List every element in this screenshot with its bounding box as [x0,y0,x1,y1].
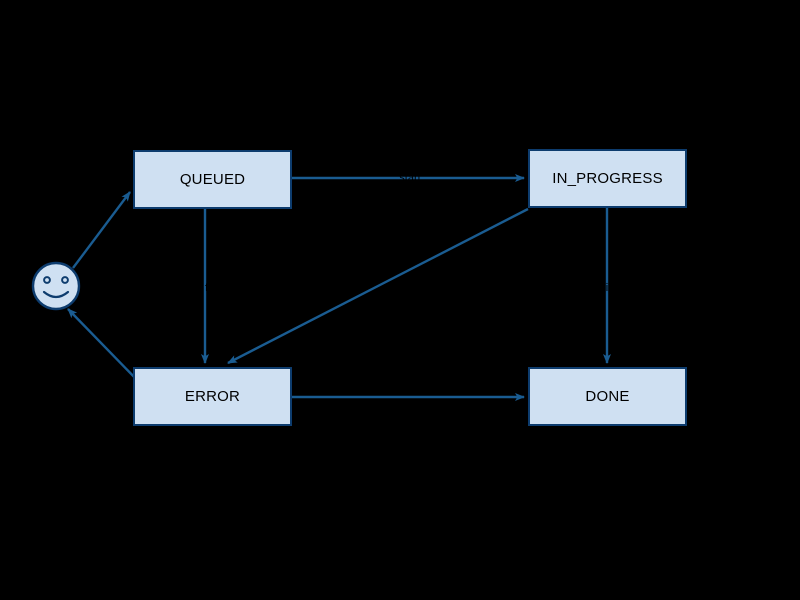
edge-label-queued-to-in-progress: start [399,172,421,184]
smiley-face-icon[interactable] [31,261,81,311]
smiley-right-eye-icon [61,276,69,284]
state-node-done[interactable]: DONE [528,367,687,426]
state-label: ERROR [184,388,241,405]
state-node-in-progress[interactable]: IN_PROGRESS [528,149,687,208]
edge-error-to-start [67,308,141,384]
state-label: DONE [585,388,630,405]
edge-label-in-progress-to-done: finish [594,282,620,294]
state-node-queued[interactable]: QUEUED [133,150,292,209]
edge-label-in-progress-to-error: fail [384,282,400,294]
start-node[interactable] [31,261,81,311]
edge-start-to-queued [72,191,131,269]
edge-in-progress-to-error [227,207,529,365]
edge-label-queued-to-error: fail [204,282,220,294]
state-node-error[interactable]: ERROR [133,367,292,426]
state-label: QUEUED [179,171,246,188]
state-label: IN_PROGRESS [552,170,663,187]
smiley-mouth-icon [42,290,70,299]
smiley-left-eye-icon [43,276,51,284]
